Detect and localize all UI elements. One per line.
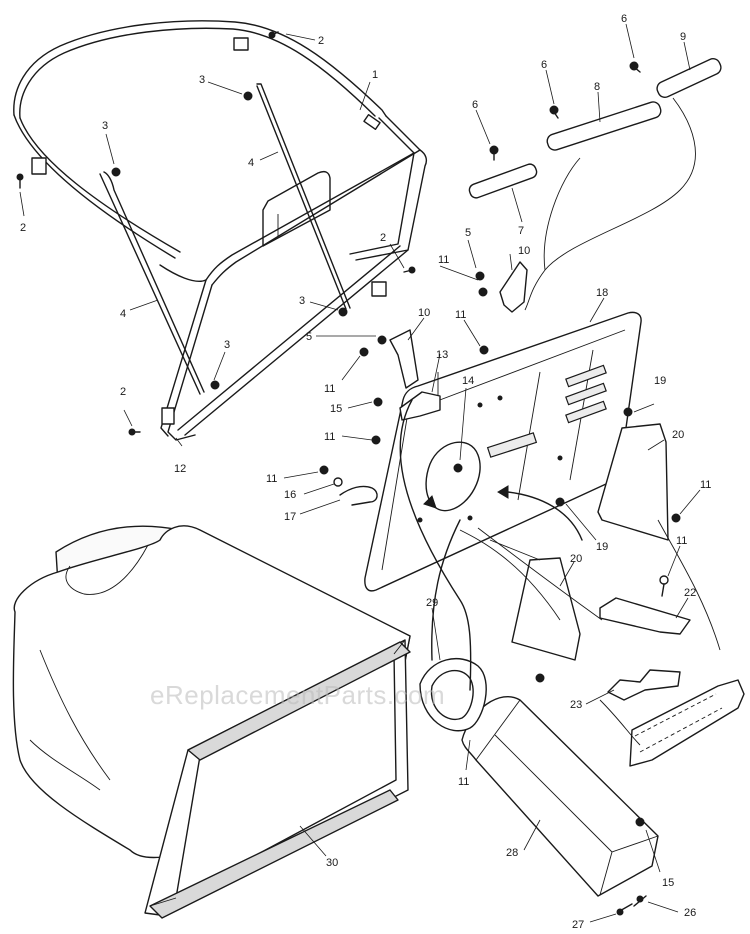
callout-15: 15 [662,877,674,889]
callout-20: 20 [672,429,684,441]
callout-1: 1 [372,69,378,81]
callout-15: 15 [330,403,342,415]
callout-6: 6 [472,99,478,111]
callout-19: 19 [596,541,608,553]
callout-11: 11 [324,383,335,395]
callout-11: 11 [458,776,469,788]
callout-22: 22 [684,587,696,599]
mounting-brackets [389,261,528,421]
callout-5: 5 [465,227,471,239]
callout-14: 14 [462,375,474,387]
callout-2: 2 [318,35,324,47]
assembly-arrows [423,485,583,541]
callout-13: 13 [436,349,448,361]
callout-18: 18 [596,287,608,299]
callout-5: 5 [306,331,312,343]
callout-27: 27 [572,919,584,931]
callout-11: 11 [676,535,687,547]
callout-4: 4 [248,157,254,169]
callout-labels: 1 2 2 2 2 3 3 3 3 4 4 5 5 6 6 6 7 8 9 10… [20,13,711,931]
callout-19: 19 [654,375,666,387]
callout-10: 10 [518,245,530,257]
support-rods [99,83,351,395]
callout-11: 11 [324,431,335,443]
callout-12: 12 [174,463,186,475]
callout-11: 11 [700,479,711,491]
callout-11: 11 [438,254,449,266]
callout-3: 3 [102,120,108,132]
callout-23: 23 [570,699,582,711]
callout-16: 16 [284,489,296,501]
callout-29: 29 [426,597,438,609]
lower-brackets [477,519,745,767]
callout-3: 3 [299,295,305,307]
callout-4: 4 [120,308,126,320]
callout-28: 28 [506,847,518,859]
callout-26: 26 [684,907,696,919]
callout-2: 2 [380,232,386,244]
callout-2: 2 [120,386,126,398]
callout-7: 7 [518,225,524,237]
callout-6: 6 [541,59,547,71]
top-tubes [468,57,722,311]
callout-30: 30 [326,857,338,869]
grass-bag [12,525,411,919]
bag-frame [13,20,428,441]
callout-11: 11 [455,309,466,321]
frame-brackets [16,31,416,436]
leader-lines [19,23,701,923]
callout-2: 2 [20,222,26,234]
callout-17: 17 [284,511,296,523]
callout-3: 3 [224,339,230,351]
side-plates [511,423,669,661]
callout-3: 3 [199,74,205,86]
callout-20: 20 [570,553,582,565]
callout-9: 9 [680,31,686,43]
callout-6: 6 [621,13,627,25]
callout-10: 10 [418,307,430,319]
callout-11: 11 [266,473,277,485]
fasteners [319,271,681,683]
discharge-chute [399,399,659,916]
watermark-text: eReplacementParts.com [150,680,445,710]
callout-8: 8 [594,81,600,93]
